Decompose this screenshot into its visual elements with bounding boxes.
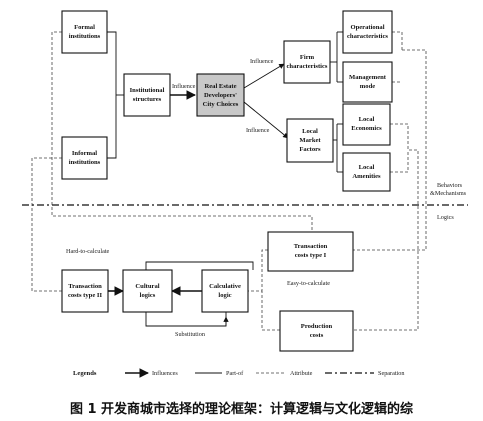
firm-characteristics-box: Firm characteristics — [283, 40, 331, 84]
local-economics-box: Local Economics — [342, 103, 391, 146]
svg-text:costs: costs — [310, 332, 324, 339]
mechanisms-label: &Mechanisms — [430, 190, 467, 197]
svg-text:Calculative: Calculative — [209, 283, 241, 290]
svg-text:Formal: Formal — [74, 24, 95, 31]
legend-separation-label: Separation — [378, 370, 404, 377]
svg-text:characteristics: characteristics — [286, 63, 327, 70]
svg-text:Firm: Firm — [300, 54, 315, 61]
legend-title: Legends — [73, 370, 97, 377]
management-mode-box: Management mode — [342, 61, 393, 103]
local-amenities-box: Local Amenities — [342, 152, 391, 192]
svg-text:structures: structures — [133, 96, 162, 103]
logics-label: Logics — [437, 214, 454, 221]
svg-text:Institutional: Institutional — [130, 87, 165, 94]
svg-text:Management: Management — [349, 74, 387, 81]
informal-institutions-box: Informal institutions — [61, 136, 108, 180]
svg-text:Factors: Factors — [299, 146, 321, 153]
svg-text:Transaction: Transaction — [294, 243, 328, 250]
operational-characteristics-box: Operational characteristics — [342, 10, 393, 54]
institutional-structures-box: Institutional structures — [123, 73, 171, 117]
svg-text:Local: Local — [302, 128, 318, 135]
svg-text:institutions: institutions — [69, 33, 101, 40]
svg-text:Developers': Developers' — [204, 92, 237, 99]
svg-text:Real Estate: Real Estate — [204, 83, 236, 90]
transaction-costs-type-2-box: Transaction costs type II — [61, 269, 109, 313]
production-costs-box: Production costs — [279, 310, 354, 352]
svg-text:costs type II: costs type II — [68, 292, 103, 299]
svg-text:Informal: Informal — [72, 150, 97, 157]
legend-part-of-label: Part-of — [226, 370, 244, 377]
svg-text:Local: Local — [359, 164, 375, 171]
svg-text:Production: Production — [301, 323, 333, 330]
svg-text:Market: Market — [299, 137, 321, 144]
behaviors-label: Behaviors — [437, 182, 463, 189]
substitution-label: Substitution — [175, 331, 205, 338]
svg-text:Operational: Operational — [350, 24, 384, 31]
svg-text:Economics: Economics — [351, 125, 382, 132]
formal-institutions-box: Formal institutions — [61, 10, 108, 54]
svg-text:Local: Local — [359, 116, 375, 123]
svg-text:logic: logic — [218, 292, 231, 299]
svg-text:Transaction: Transaction — [68, 283, 102, 290]
transaction-costs-type-1-box: Transaction costs type I — [267, 231, 354, 272]
real-estate-city-choices-box: Real Estate Developers' City Choices — [196, 73, 245, 117]
svg-text:costs type I: costs type I — [295, 252, 327, 259]
legend-influences-label: Influences — [152, 370, 178, 377]
svg-text:Amenities: Amenities — [352, 173, 381, 180]
influence-label: Influence — [172, 83, 196, 90]
easy-to-calculate-label: Easy-to-calculate — [287, 280, 330, 287]
svg-text:City Choices: City Choices — [203, 101, 239, 108]
influence-label: Influence — [246, 127, 270, 134]
svg-text:Cultural: Cultural — [135, 283, 159, 290]
svg-text:logics: logics — [140, 292, 156, 299]
svg-text:mode: mode — [360, 83, 375, 90]
influence-label: Influence — [250, 58, 274, 65]
legend-attribute-label: Attribute — [290, 370, 313, 377]
legend: Legends Influences Part-of Attribute Sep… — [73, 368, 404, 378]
svg-text:institutions: institutions — [69, 159, 101, 166]
connectors — [31, 31, 427, 331]
figure-caption: 图 1 开发商城市选择的理论框架：计算逻辑与文化逻辑的综 — [69, 402, 414, 417]
local-market-factors-box: Local Market Factors — [286, 118, 334, 163]
cultural-logics-box: Cultural logics — [122, 269, 173, 313]
svg-text:characteristics: characteristics — [347, 33, 388, 40]
calculative-logic-box: Calculative logic — [201, 269, 249, 313]
hard-to-calculate-label: Hard-to-calculate — [66, 248, 110, 255]
